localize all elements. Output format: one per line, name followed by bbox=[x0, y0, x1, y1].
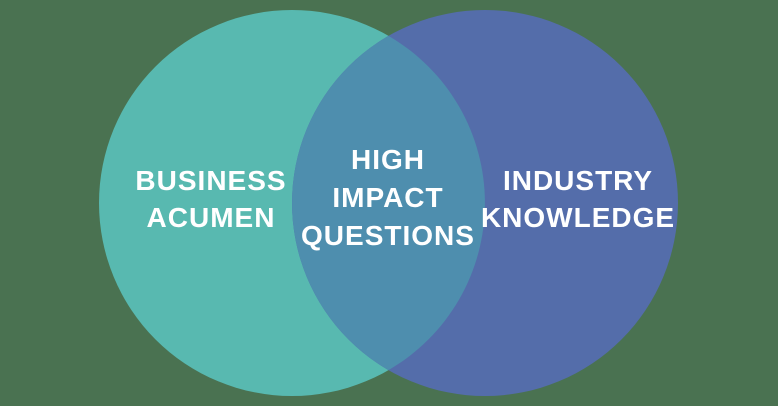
left-circle-label-line-2: ACUMEN bbox=[146, 202, 276, 233]
overlap-label-line-1: HIGH bbox=[351, 144, 425, 175]
left-circle-label-line-1: BUSINESS bbox=[135, 165, 287, 196]
overlap-label-line-3: QUESTIONS bbox=[301, 220, 475, 251]
right-circle-label-line-2: KNOWLEDGE bbox=[480, 202, 676, 233]
overlap-label-line-2: IMPACT bbox=[332, 182, 444, 213]
left-circle-label: BUSINESS ACUMEN bbox=[101, 162, 321, 236]
right-circle-label-line-1: INDUSTRY bbox=[502, 165, 654, 196]
overlap-region bbox=[292, 35, 485, 371]
right-circle-label: INDUSTRY KNOWLEDGE bbox=[458, 162, 698, 236]
overlap-label: HIGH IMPACT QUESTIONS bbox=[278, 141, 498, 255]
